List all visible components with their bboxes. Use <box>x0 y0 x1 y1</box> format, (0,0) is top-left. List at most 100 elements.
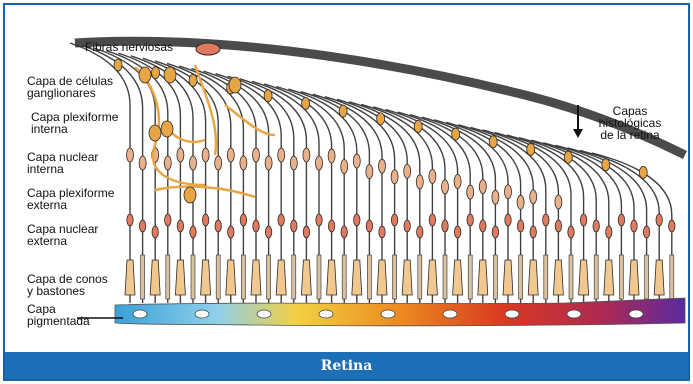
outer-nucleus <box>429 214 435 226</box>
outer-nucleus <box>643 226 649 238</box>
figure-frame: Fibras nerviosas Capa de células ganglio… <box>3 3 690 381</box>
outer-nucleus <box>291 220 297 232</box>
fiber-line <box>216 74 282 303</box>
ganglion-cell <box>414 120 422 132</box>
rod-segment <box>393 255 397 299</box>
outer-nucleus <box>253 220 259 232</box>
outer-nucleus <box>165 214 171 226</box>
outer-nucleus <box>190 226 196 238</box>
rod-segment <box>594 255 598 299</box>
cone-segment <box>427 260 437 295</box>
caption-title: Retina <box>321 358 373 374</box>
inner-nucleus <box>341 159 348 173</box>
ganglion-cell <box>114 59 122 71</box>
inner-nucleus <box>366 165 373 179</box>
inner-nucleus <box>316 156 323 170</box>
ganglion-cell <box>189 74 197 86</box>
ganglion-cell <box>152 67 160 79</box>
outer-nucleus <box>354 214 360 226</box>
ganglion-cell <box>527 143 535 155</box>
outer-nucleus <box>467 214 473 226</box>
outer-nucleus <box>127 214 133 226</box>
pigment-cell <box>443 310 457 318</box>
inner-nucleus <box>127 148 134 162</box>
outer-nucleus <box>580 214 586 226</box>
pigment-cell <box>195 310 209 318</box>
outer-nucleus <box>379 226 385 238</box>
outer-nucleus <box>341 226 347 238</box>
cone-segment <box>301 260 311 295</box>
inner-nucleus <box>202 148 209 162</box>
orange-neuron-body <box>149 125 161 141</box>
cone-segment <box>503 260 513 295</box>
outer-nucleus <box>618 214 624 226</box>
outer-nucleus <box>202 214 208 226</box>
inner-nucleus <box>253 148 260 162</box>
rod-segment <box>544 255 548 299</box>
ganglion-cell <box>377 113 385 125</box>
rod-segment <box>141 255 145 299</box>
ganglion-cell-large <box>196 43 220 55</box>
rod-segment <box>443 255 447 299</box>
pigment-cell <box>133 310 147 318</box>
label-capa-conos-bastones: Capa de conos y bastones <box>27 273 108 297</box>
ganglion-cell <box>639 166 647 178</box>
pigment-cell <box>505 310 519 318</box>
outer-nucleus <box>442 220 448 232</box>
label-fibras-nerviosas: Fibras nerviosas <box>85 41 173 53</box>
orange-neuron-body <box>139 67 151 83</box>
outer-nucleus <box>265 226 271 238</box>
cone-segment <box>528 260 538 295</box>
outer-nucleus <box>505 214 511 226</box>
inner-nucleus <box>227 148 234 162</box>
ganglion-cell <box>564 151 572 163</box>
inner-nucleus <box>404 164 411 178</box>
orange-neuron-body <box>184 187 196 203</box>
inner-nucleus <box>164 156 171 170</box>
fiber-line <box>288 89 356 303</box>
outer-nucleus <box>240 214 246 226</box>
fiber-line <box>264 84 331 303</box>
rod-segment <box>468 255 472 299</box>
orange-neuron-body <box>161 121 173 137</box>
inner-nucleus <box>278 148 285 162</box>
outer-nucleus <box>215 220 221 232</box>
outer-nucleus <box>543 214 549 226</box>
inner-nucleus <box>379 159 386 173</box>
inner-nucleus <box>505 185 512 199</box>
retina-diagram: Fibras nerviosas Capa de células ganglio… <box>5 5 688 345</box>
outer-nucleus <box>152 226 158 238</box>
pigment-cell <box>381 310 395 318</box>
outer-nucleus <box>555 220 561 232</box>
outer-nucleus <box>492 226 498 238</box>
cone-segment <box>453 260 463 295</box>
arrow-head <box>573 129 583 138</box>
outer-nucleus <box>593 220 599 232</box>
ganglion-cell <box>452 128 460 140</box>
outer-nucleus <box>228 226 234 238</box>
cone-segment <box>352 260 362 295</box>
inner-nucleus <box>240 156 247 170</box>
outer-nucleus <box>669 220 675 232</box>
outer-nucleus <box>278 214 284 226</box>
ganglion-cell <box>602 159 610 171</box>
inner-nucleus <box>328 149 335 163</box>
outer-nucleus <box>177 220 183 232</box>
label-capa-nuclear-externa: Capa nuclear externa <box>27 223 98 247</box>
inner-nucleus <box>139 156 146 170</box>
outer-nucleus <box>568 226 574 238</box>
orange-neuron-body <box>164 67 176 83</box>
inner-nucleus <box>416 175 423 189</box>
rod-segment <box>267 255 271 299</box>
rod-segment <box>645 255 649 299</box>
ganglion-cell <box>489 136 497 148</box>
pigment-cell <box>319 310 333 318</box>
inner-nucleus <box>454 175 461 189</box>
inner-nucleus <box>517 195 524 209</box>
rod-segment <box>166 255 170 299</box>
cone-segment <box>579 260 589 295</box>
rod-segment <box>493 255 497 299</box>
cone-segment <box>402 260 412 295</box>
pigment-cell <box>257 310 271 318</box>
label-capa-ganglionares: Capa de células ganglionares <box>27 75 113 99</box>
